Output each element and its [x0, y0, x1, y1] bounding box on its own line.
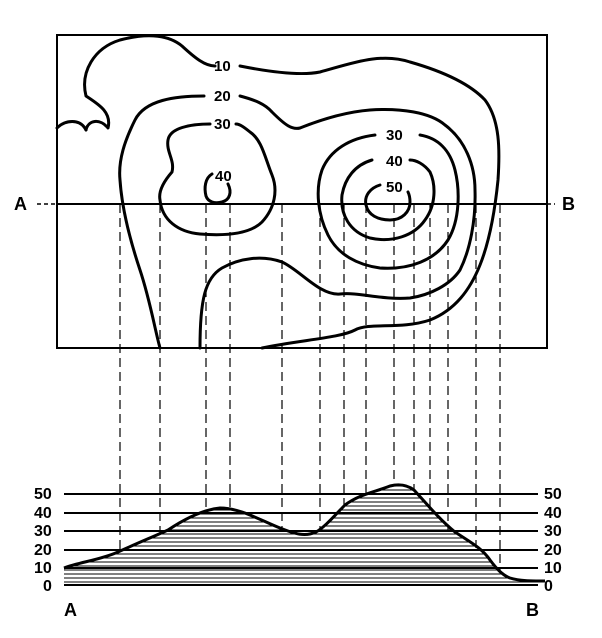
elevation-label-left-20: 20: [34, 542, 52, 559]
elevation-label-left-50: 50: [34, 486, 52, 503]
elevation-label-left-0: 0: [43, 578, 52, 595]
contour-label-40-right: 40: [386, 153, 403, 170]
contour-line-20: [118, 94, 477, 350]
profile-label-a: A: [64, 600, 77, 620]
elevation-label-right-0: 0: [544, 578, 553, 595]
contour-line-40-right: [340, 158, 436, 242]
contour-line-10: [83, 34, 501, 350]
contour-line-30-right: [316, 133, 460, 270]
contour-line-10-left: [55, 120, 88, 132]
contour-label-30-left: 30: [214, 116, 231, 133]
elevation-label-right-30: 30: [544, 523, 562, 540]
contour-label-30-right: 30: [386, 127, 403, 144]
section-label-b: B: [562, 194, 575, 214]
section-label-a: A: [14, 194, 27, 214]
contour-label-40-left: 40: [215, 168, 232, 185]
contour-label-20: 20: [214, 88, 231, 105]
elevation-label-left-10: 10: [34, 560, 52, 577]
contour-map: 10 20 30 40 30 40 50: [55, 34, 548, 350]
profile-outline: [63, 483, 546, 583]
elevation-profile: 50 40 30 20 10 0 50 40 30 20 10 0 A B: [34, 483, 562, 620]
elevation-label-right-10: 10: [544, 560, 562, 577]
contour-label-10: 10: [214, 58, 231, 75]
contour-label-50-right: 50: [386, 179, 403, 196]
elevation-label-left-40: 40: [34, 505, 52, 522]
elevation-label-right-50: 50: [544, 486, 562, 503]
contour-line-30-left: [158, 122, 277, 237]
projection-lines: [119, 204, 501, 570]
elevation-label-right-20: 20: [544, 542, 562, 559]
contour-line-40-left: [203, 172, 232, 205]
elevation-label-right-40: 40: [544, 505, 562, 522]
profile-label-b: B: [526, 600, 539, 620]
contour-line-50-right: [364, 183, 412, 222]
cross-section-line: A B: [14, 194, 575, 214]
map-frame: [56, 34, 548, 349]
elevation-label-left-30: 30: [34, 523, 52, 540]
